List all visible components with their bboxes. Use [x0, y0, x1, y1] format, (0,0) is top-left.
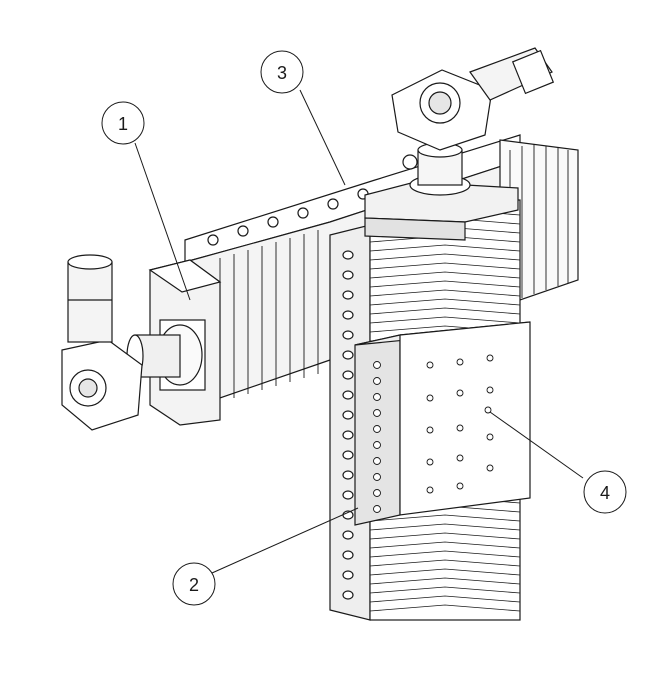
side-hole — [342, 390, 354, 400]
carriage-side-hole — [373, 393, 381, 401]
side-hole — [342, 550, 354, 560]
bellows-fold — [369, 586, 521, 594]
bolt-hole — [456, 454, 464, 462]
bolt-hole — [426, 361, 434, 369]
bolt-hole — [484, 406, 492, 414]
callout-4-label: 4 — [600, 483, 610, 503]
bellows-fold — [369, 514, 521, 522]
bellows-fold — [369, 523, 521, 531]
leader-2 — [211, 507, 359, 574]
beam-rib-holes — [207, 188, 369, 246]
bolt-hole — [426, 458, 434, 466]
carriage-side-hole — [373, 361, 381, 369]
carriage-side-hole — [373, 473, 381, 481]
carriage-side-holes — [373, 361, 381, 513]
left-drive — [61, 254, 222, 431]
bolt-hole — [486, 354, 494, 362]
carriage-face — [399, 321, 531, 516]
left-motor — [67, 261, 113, 343]
bellows-fold — [369, 550, 521, 558]
bellows-fold — [369, 568, 521, 576]
bellows-fold — [369, 244, 521, 252]
bolt-hole — [426, 394, 434, 402]
top-drive — [364, 47, 555, 241]
bellows-fold — [369, 316, 521, 324]
carriage-side-hole — [373, 377, 381, 385]
bolt-hole — [486, 464, 494, 472]
callout-2-label: 2 — [189, 575, 199, 595]
bolt-hole — [456, 389, 464, 397]
side-hole — [342, 290, 354, 300]
bellows-fold — [369, 595, 521, 603]
side-hole — [342, 270, 354, 280]
bolt-hole — [456, 358, 464, 366]
callout-3-label: 3 — [277, 63, 287, 83]
bolt-hole — [486, 386, 494, 394]
carriage-bolt-holes — [426, 354, 494, 494]
carriage-side-hole — [373, 441, 381, 449]
side-hole — [342, 310, 354, 320]
bellows-fold — [369, 298, 521, 306]
carriage-side-hole — [373, 409, 381, 417]
lifting-eye-icon — [402, 154, 418, 170]
bolt-hole — [456, 482, 464, 490]
carriage-side-hole — [373, 457, 381, 465]
bolt-hole — [486, 433, 494, 441]
bellows-fold — [369, 262, 521, 270]
side-hole — [342, 370, 354, 380]
side-hole — [342, 570, 354, 580]
carriage-side-hole — [373, 489, 381, 497]
side-hole — [342, 430, 354, 440]
side-hole — [342, 590, 354, 600]
bellows-fold — [369, 577, 521, 585]
carriage-plate — [354, 321, 531, 526]
side-hole — [342, 470, 354, 480]
bellows-fold — [369, 280, 521, 288]
side-hole — [342, 450, 354, 460]
side-hole — [342, 530, 354, 540]
leader-4 — [489, 411, 584, 479]
bellows-fold — [369, 532, 521, 540]
callout-1-label: 1 — [118, 114, 128, 134]
bellows-fold — [369, 271, 521, 279]
leader-3 — [299, 89, 346, 186]
bellows-fold — [369, 604, 521, 612]
callout-3: 3 — [260, 50, 304, 94]
bellows-fold — [369, 541, 521, 549]
bellows-fold — [369, 307, 521, 315]
side-hole — [342, 250, 354, 260]
callout-1: 1 — [101, 101, 145, 145]
carriage-side-hole — [373, 425, 381, 433]
bellows-fold — [369, 289, 521, 297]
vertical-side-holes — [342, 250, 354, 600]
bolt-hole — [456, 424, 464, 432]
leader-lines — [134, 89, 584, 574]
bellows-fold — [369, 559, 521, 567]
callout-4: 4 — [583, 470, 627, 514]
side-hole — [342, 490, 354, 500]
side-hole — [342, 410, 354, 420]
carriage-side-hole — [373, 505, 381, 513]
bolt-hole — [426, 426, 434, 434]
callout-2: 2 — [172, 562, 216, 606]
bolt-hole — [426, 486, 434, 494]
side-hole — [342, 350, 354, 360]
leader-1 — [134, 142, 191, 301]
bellows-fold — [369, 253, 521, 261]
side-hole — [342, 330, 354, 340]
